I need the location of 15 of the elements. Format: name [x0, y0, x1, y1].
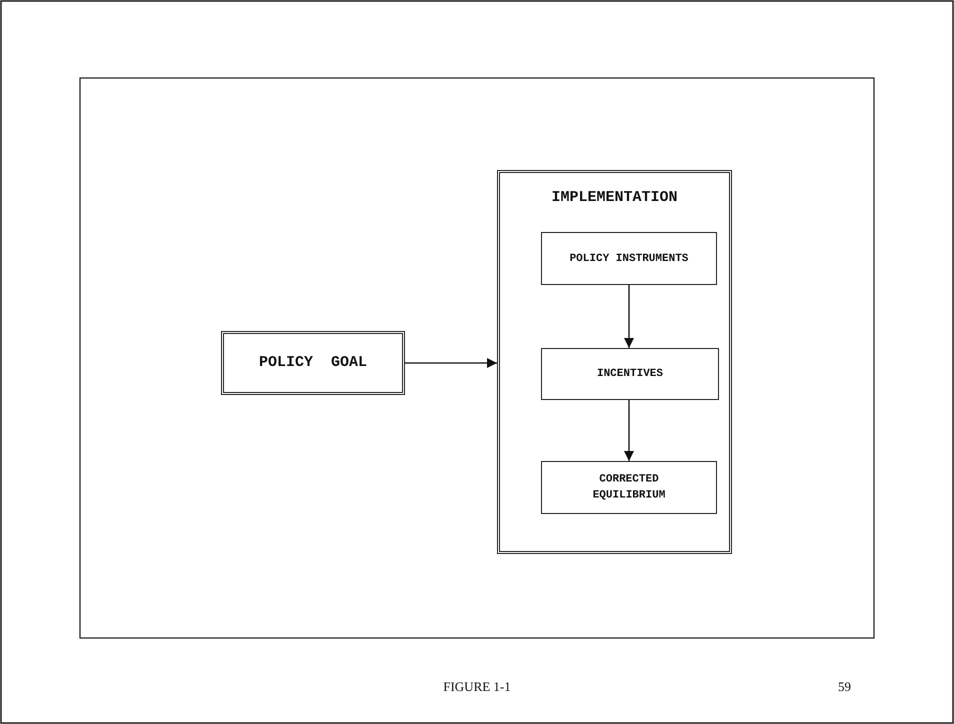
arrow	[624, 285, 634, 348]
box-label: CORRECTED EQUILIBRIUM	[592, 472, 666, 504]
process-box	[541, 348, 719, 400]
arrow	[624, 400, 634, 461]
process-box	[541, 461, 717, 514]
box-label: POLICY GOAL	[258, 352, 368, 373]
box-label: INCENTIVES	[596, 366, 664, 382]
goal-box	[221, 331, 405, 395]
panel-heading: IMPLEMENTATION	[550, 188, 679, 208]
page-number: 59	[838, 679, 851, 695]
arrow	[405, 358, 497, 368]
implementation-panel	[497, 170, 732, 554]
box-label: POLICY INSTRUMENTS	[568, 251, 690, 266]
figure-caption: FIGURE 1-1	[442, 679, 512, 695]
process-box	[541, 232, 717, 285]
